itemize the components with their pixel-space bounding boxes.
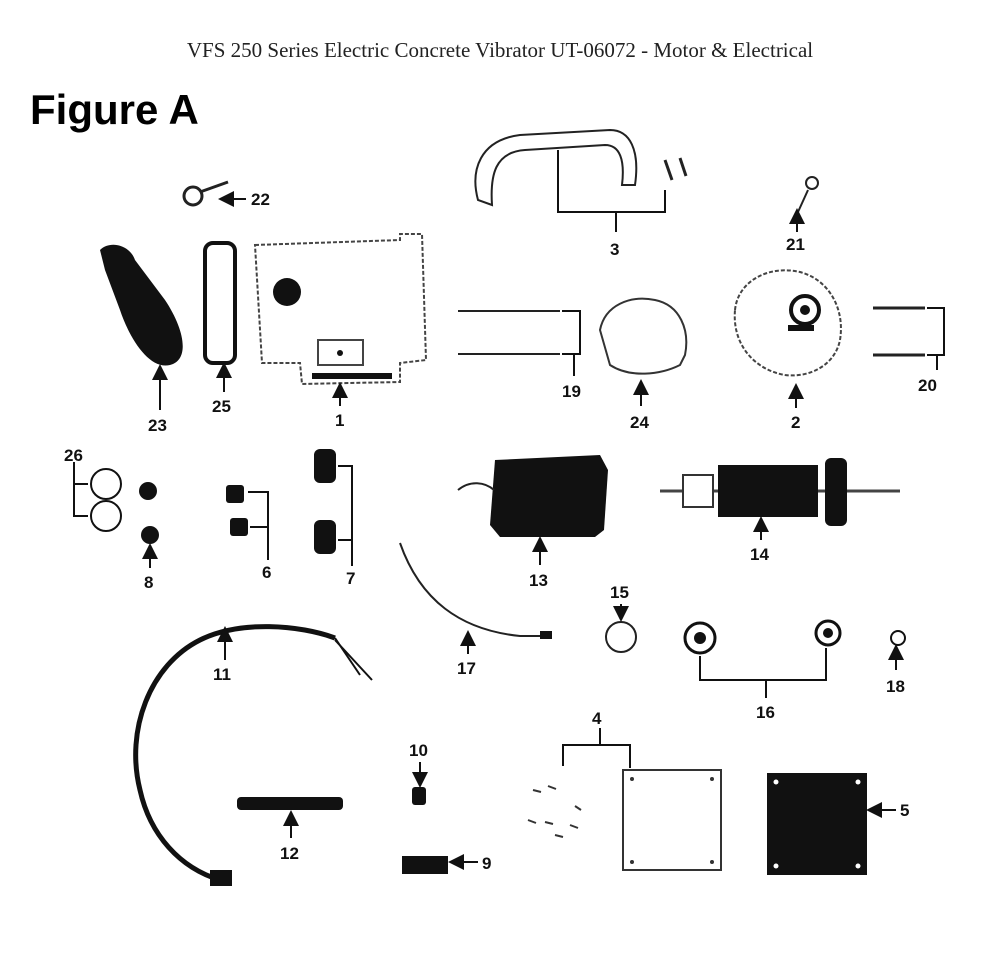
callout-23: 23 — [148, 416, 167, 435]
part-handle-screws — [663, 157, 688, 181]
callout-3: 3 — [610, 240, 619, 259]
callout-8: 8 — [144, 573, 153, 592]
part-field — [457, 455, 608, 537]
callout-1: 1 — [335, 411, 344, 430]
part-motor-housing — [253, 233, 428, 386]
callout-16: 16 — [756, 703, 775, 722]
part-gasket — [767, 773, 867, 875]
leader-26 — [73, 462, 88, 517]
part-clip — [797, 176, 819, 213]
part-brushes — [226, 485, 248, 536]
callout-21: 21 — [786, 235, 805, 254]
callout-2: 2 — [791, 413, 800, 432]
part-bell-screws — [873, 306, 925, 357]
callout-22: 22 — [251, 190, 270, 209]
part-small-bearing — [890, 630, 906, 646]
callout-6: 6 — [262, 563, 271, 582]
part-grip — [100, 244, 183, 366]
leader-16 — [699, 648, 827, 681]
callout-24: 24 — [630, 413, 649, 432]
page-title: VFS 250 Series Electric Concrete Vibrato… — [186, 38, 814, 62]
leader-3 — [557, 150, 666, 213]
callout-12: 12 — [280, 844, 299, 863]
part-rods — [458, 310, 560, 355]
leader-6 — [248, 491, 269, 528]
part-brush-plugs — [139, 482, 159, 544]
part-switch-screw — [412, 787, 426, 805]
callout-11: 11 — [213, 665, 231, 684]
part-power-cord — [133, 624, 373, 886]
part-brush-caps — [90, 468, 122, 532]
part-ring-terminal — [182, 180, 229, 207]
callout-25: 25 — [212, 397, 231, 416]
callout-15: 15 — [610, 583, 629, 602]
figure-label: Figure A — [30, 86, 199, 133]
callout-9: 9 — [482, 854, 491, 873]
part-handle — [474, 128, 638, 207]
callout-20: 20 — [918, 376, 937, 395]
part-baffle — [598, 297, 688, 375]
callout-7: 7 — [346, 569, 355, 588]
callout-13: 13 — [529, 571, 548, 590]
leader-7 — [338, 465, 353, 541]
callout-4: 4 — [592, 709, 602, 728]
part-armature — [660, 458, 900, 526]
leader-20 — [927, 307, 945, 356]
part-brush-holders — [314, 449, 336, 554]
part-cover-screws — [527, 785, 582, 838]
part-band — [203, 241, 237, 365]
part-bearings — [683, 619, 842, 655]
part-lead-wire — [399, 542, 552, 639]
callout-17: 17 — [457, 659, 476, 678]
part-cover-plate — [622, 769, 722, 871]
callout-26: 26 — [64, 446, 83, 465]
part-end-bell — [733, 269, 842, 377]
callout-14: 14 — [750, 545, 769, 564]
callout-5: 5 — [900, 801, 909, 820]
callout-19: 19 — [562, 382, 581, 401]
part-retaining-ring — [605, 621, 637, 653]
leader-4 — [562, 744, 631, 768]
callout-18: 18 — [886, 677, 905, 696]
part-switch — [402, 856, 448, 874]
leader-19 — [562, 310, 581, 355]
callout-10: 10 — [409, 741, 428, 760]
part-strain-relief — [237, 797, 343, 810]
